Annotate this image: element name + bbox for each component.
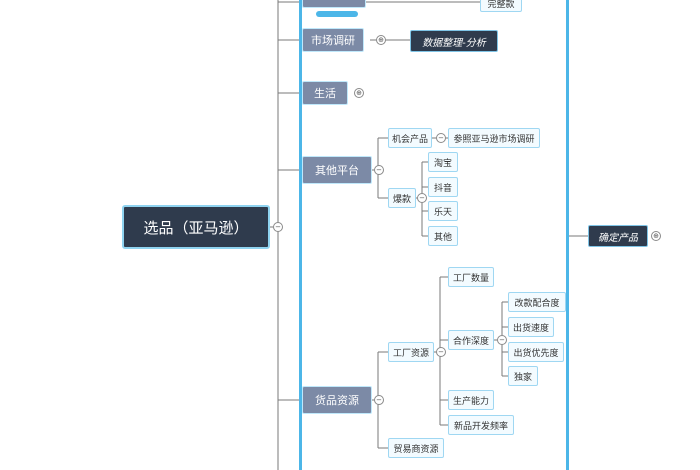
node-label: 爆款 [392,194,411,205]
node-new-product-frequency[interactable]: 新品开发频率 [448,415,514,435]
node-other-platforms[interactable]: 其他平台 [302,156,372,184]
selection-bar-top [316,11,358,17]
node-label: 确定产品 [598,232,638,244]
selection-bar-left [299,0,302,470]
collapse-toggle-icon[interactable]: − [497,335,507,345]
node-label: 数据整理-分析 [422,37,486,49]
node-depth-exclusive[interactable]: 独家 [508,366,538,386]
collapse-toggle-icon[interactable]: − [374,395,384,405]
node-label: 淘宝 [433,158,452,169]
node-amazon-reference[interactable]: 参照亚马逊市场调研 [448,128,540,148]
node-depth-shipping-priority[interactable]: 出货优先度 [508,342,564,362]
node-label: 工厂数量 [452,273,489,284]
selection-bar-right [566,0,569,470]
collapse-toggle-icon[interactable]: − [436,133,446,143]
root-node[interactable]: 选品（亚马逊） [122,205,270,249]
node-label: 工厂资源 [392,348,429,359]
node-factory-resources[interactable]: 工厂资源 [388,342,434,362]
collapse-toggle-icon[interactable]: − [417,193,427,203]
node-label: 出货优先度 [513,348,559,359]
collapse-toggle-icon[interactable]: − [374,165,384,175]
node-factory-count[interactable]: 工厂数量 [448,267,494,287]
node-opportunity-products[interactable]: 机会产品 [388,128,432,148]
node-platform-rakuten[interactable]: 乐天 [428,201,458,221]
node-production-capacity[interactable]: 生产能力 [448,390,494,410]
node-depth-shipping-speed[interactable]: 出货速度 [508,317,554,337]
node-platform-other[interactable]: 其他 [428,226,458,246]
node-label: 其他平台 [315,164,359,177]
node-top-partial-level1[interactable] [302,0,366,8]
collapse-toggle-icon[interactable]: − [436,347,446,357]
node-data-analysis[interactable]: 数据整理-分析 [410,30,498,52]
collapse-toggle-icon[interactable]: − [273,222,283,232]
node-label: 生产能力 [452,396,489,407]
node-label: 生活 [314,87,336,100]
node-label: 独家 [513,372,532,383]
node-platform-douyin[interactable]: 抖音 [428,177,458,197]
node-confirm-product[interactable]: 确定产品 [588,225,648,247]
node-label: 乐天 [433,207,452,218]
collapse-toggle-icon[interactable]: ⊕ [651,231,661,241]
node-life[interactable]: 生活 [302,81,348,105]
collapse-toggle-icon[interactable]: ⊕ [354,88,364,98]
node-label: 出货速度 [512,323,549,334]
node-label: 参照亚马逊市场调研 [453,134,535,145]
node-supply-resources[interactable]: 货品资源 [302,386,372,414]
node-label: 合作深度 [452,336,489,347]
node-label: 货品资源 [315,394,359,407]
node-label: 贸易商资源 [393,444,439,455]
node-top-partial[interactable]: 完整款 [480,0,522,12]
node-label: 完整款 [487,0,515,10]
node-label: 机会产品 [391,134,428,145]
node-label: 其他 [433,232,452,243]
node-label: 市场调研 [311,34,355,47]
node-label: 改款配合度 [514,298,560,309]
node-trader-resources[interactable]: 贸易商资源 [388,438,444,458]
root-label: 选品（亚马逊） [143,218,249,237]
node-depth-modification[interactable]: 改款配合度 [508,292,566,312]
node-market-research[interactable]: 市场调研 [302,28,364,52]
node-label: 新品开发频率 [453,421,508,432]
collapse-toggle-icon[interactable]: ⊕ [376,35,386,45]
node-hot-items[interactable]: 爆款 [388,188,416,208]
node-platform-taobao[interactable]: 淘宝 [428,152,458,172]
node-label: 抖音 [433,183,452,194]
node-cooperation-depth[interactable]: 合作深度 [448,330,494,350]
